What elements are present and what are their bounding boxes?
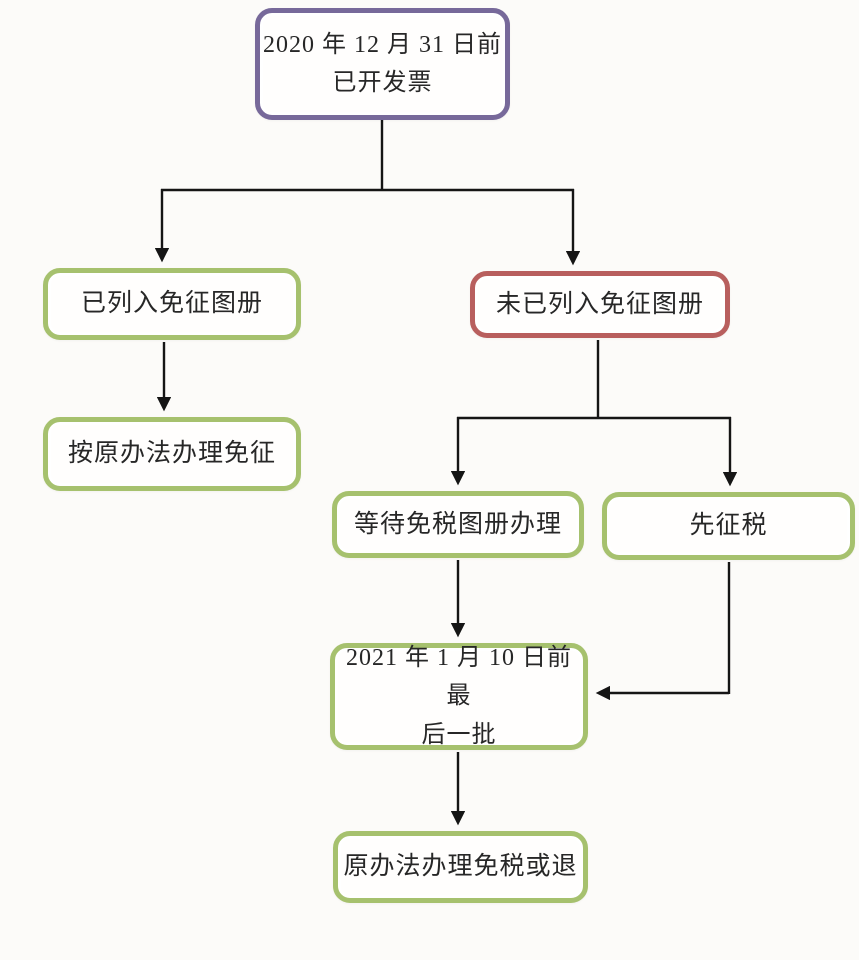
node-wait-exemption-catalog: 等待免税图册办理 <box>332 491 584 558</box>
node-not-listed-in-exemption-catalog: 未已列入免征图册 <box>470 271 730 338</box>
node-label: 原办法办理免税或退 <box>343 853 578 880</box>
node-label: 2020 年 12 月 31 日前 已开发票 <box>263 31 502 96</box>
node-label: 先征税 <box>689 512 768 539</box>
node-invoiced-before-2020-12-31: 2020 年 12 月 31 日前 已开发票 <box>255 8 510 120</box>
node-handle-exemption-old-method: 按原办法办理免征 <box>43 417 301 491</box>
node-label: 未已列入免征图册 <box>495 290 704 318</box>
node-label: 等待免税图册办理 <box>353 510 562 538</box>
node-tax-first: 先征税 <box>602 492 855 560</box>
node-last-batch-before-2021-01-10: 2021 年 1 月 10 日前最 后一批 <box>330 643 588 750</box>
node-label: 2021 年 1 月 10 日前最 后一批 <box>346 644 572 748</box>
node-old-method-exempt-or-refund: 原办法办理免税或退 <box>333 831 588 903</box>
node-listed-in-exemption-catalog: 已列入免征图册 <box>43 268 301 340</box>
node-label: 已列入免征图册 <box>80 290 263 317</box>
node-label: 按原办法办理免征 <box>67 440 276 467</box>
